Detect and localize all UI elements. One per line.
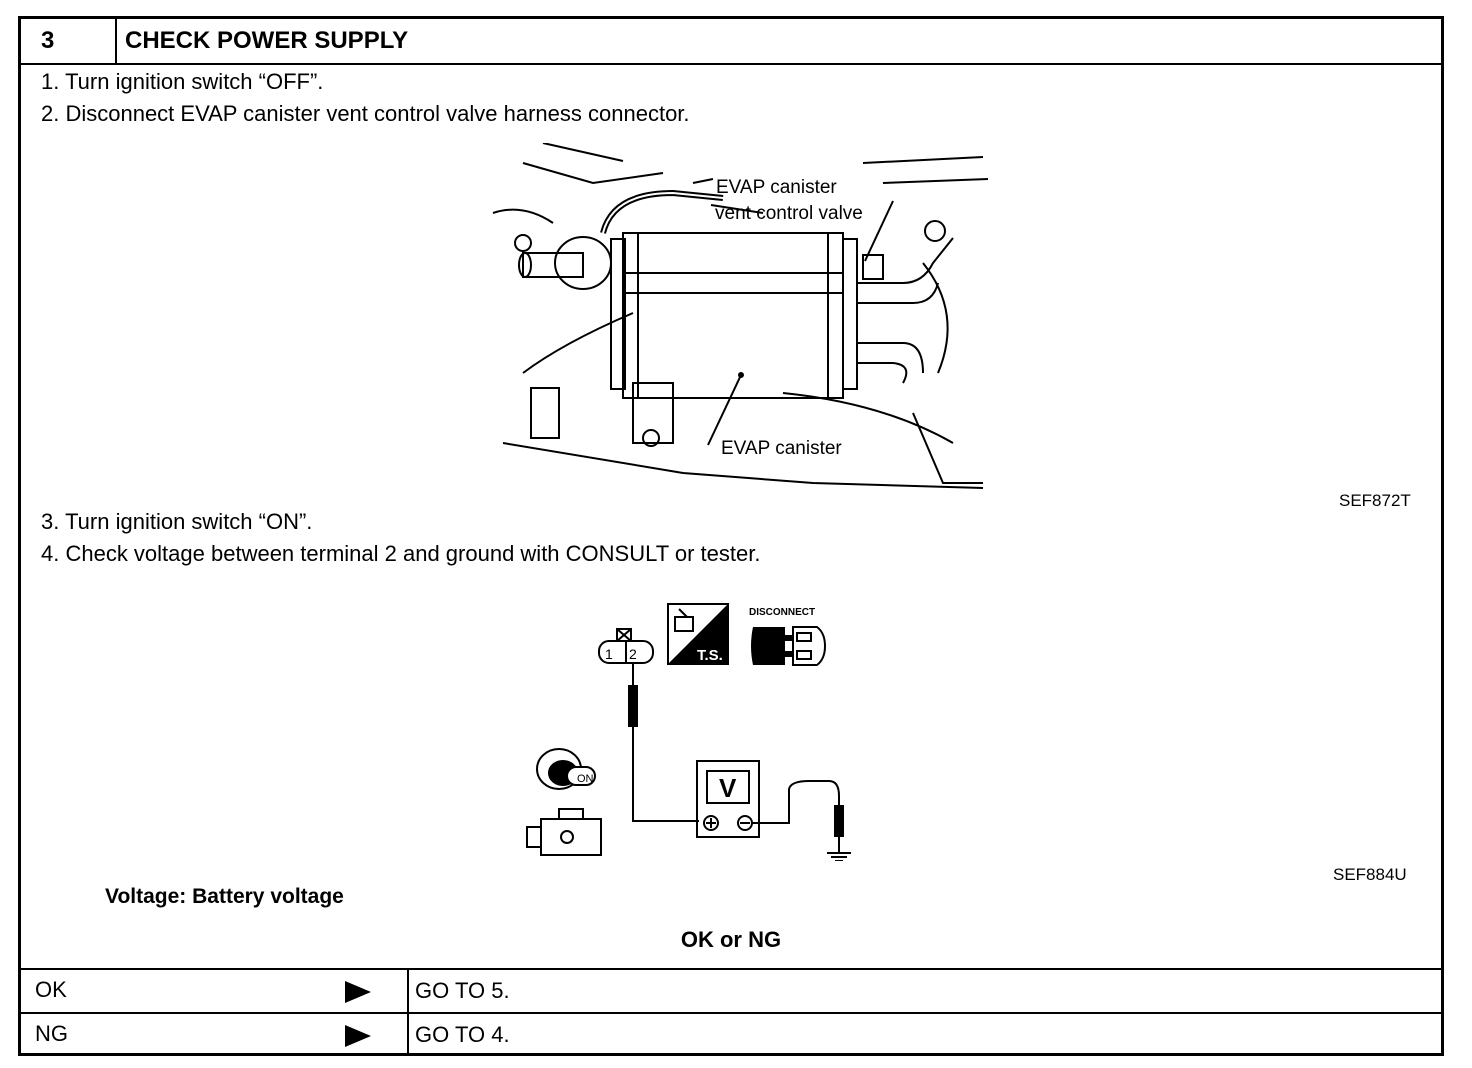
step-title: CHECK POWER SUPPLY <box>125 27 409 54</box>
result-row-ok: OK GO TO 5. <box>21 968 1441 1012</box>
disconnect-label: DISCONNECT <box>749 607 815 618</box>
figure2-code: SEF884U <box>1333 865 1407 884</box>
result-action-ng: GO TO 4. <box>415 1022 510 1047</box>
instruction-2: 2. Disconnect EVAP canister vent control… <box>41 101 690 126</box>
arrow-right-icon <box>345 1025 371 1047</box>
step-header: 3 CHECK POWER SUPPLY <box>21 19 1441 65</box>
valve-label-line1: EVAP canister <box>716 177 837 198</box>
procedure-frame: 3 CHECK POWER SUPPLY 1. Turn ignition sw… <box>18 16 1444 1056</box>
instruction-3: 3. Turn ignition switch “ON”. <box>41 509 313 534</box>
disconnect-icon: DISCONNECT <box>749 607 827 666</box>
instruction-1: 1. Turn ignition switch “OFF”. <box>41 69 324 94</box>
voltage-spec: Voltage: Battery voltage <box>105 885 344 908</box>
ignition-key-icon <box>536 748 596 790</box>
result-label-ng: NG <box>35 1021 68 1046</box>
row-divider <box>407 970 409 1012</box>
engine-icon <box>526 808 602 856</box>
connector-pin-2: 2 <box>629 646 637 662</box>
switch-on-label: ON <box>577 773 594 785</box>
result-label-ok: OK <box>35 977 67 1002</box>
arrow-right-icon <box>345 981 371 1003</box>
valve-label-line2: vent control valve <box>715 203 863 224</box>
instruction-4: 4. Check voltage between terminal 2 and … <box>41 541 761 566</box>
row-divider <box>407 1014 409 1056</box>
meter-label: V <box>719 773 737 803</box>
voltage-check-schematic: 1 2 V ON <box>526 628 851 861</box>
result-row-ng: NG GO TO 4. <box>21 1012 1441 1056</box>
result-title: OK or NG <box>680 927 782 952</box>
connector-pin-1: 1 <box>605 646 613 662</box>
evap-canister-illustration: EVAP canister vent control valve EVAP ca… <box>492 143 989 489</box>
figure1-code: SEF872T <box>1339 491 1411 510</box>
canister-label: EVAP canister <box>721 438 842 459</box>
step-number: 3 <box>21 19 117 63</box>
voltmeter-icon <box>696 760 760 838</box>
ts-icon: T.S. <box>667 603 729 665</box>
result-action-ok: GO TO 5. <box>415 978 510 1003</box>
ts-label: T.S. <box>697 647 723 664</box>
